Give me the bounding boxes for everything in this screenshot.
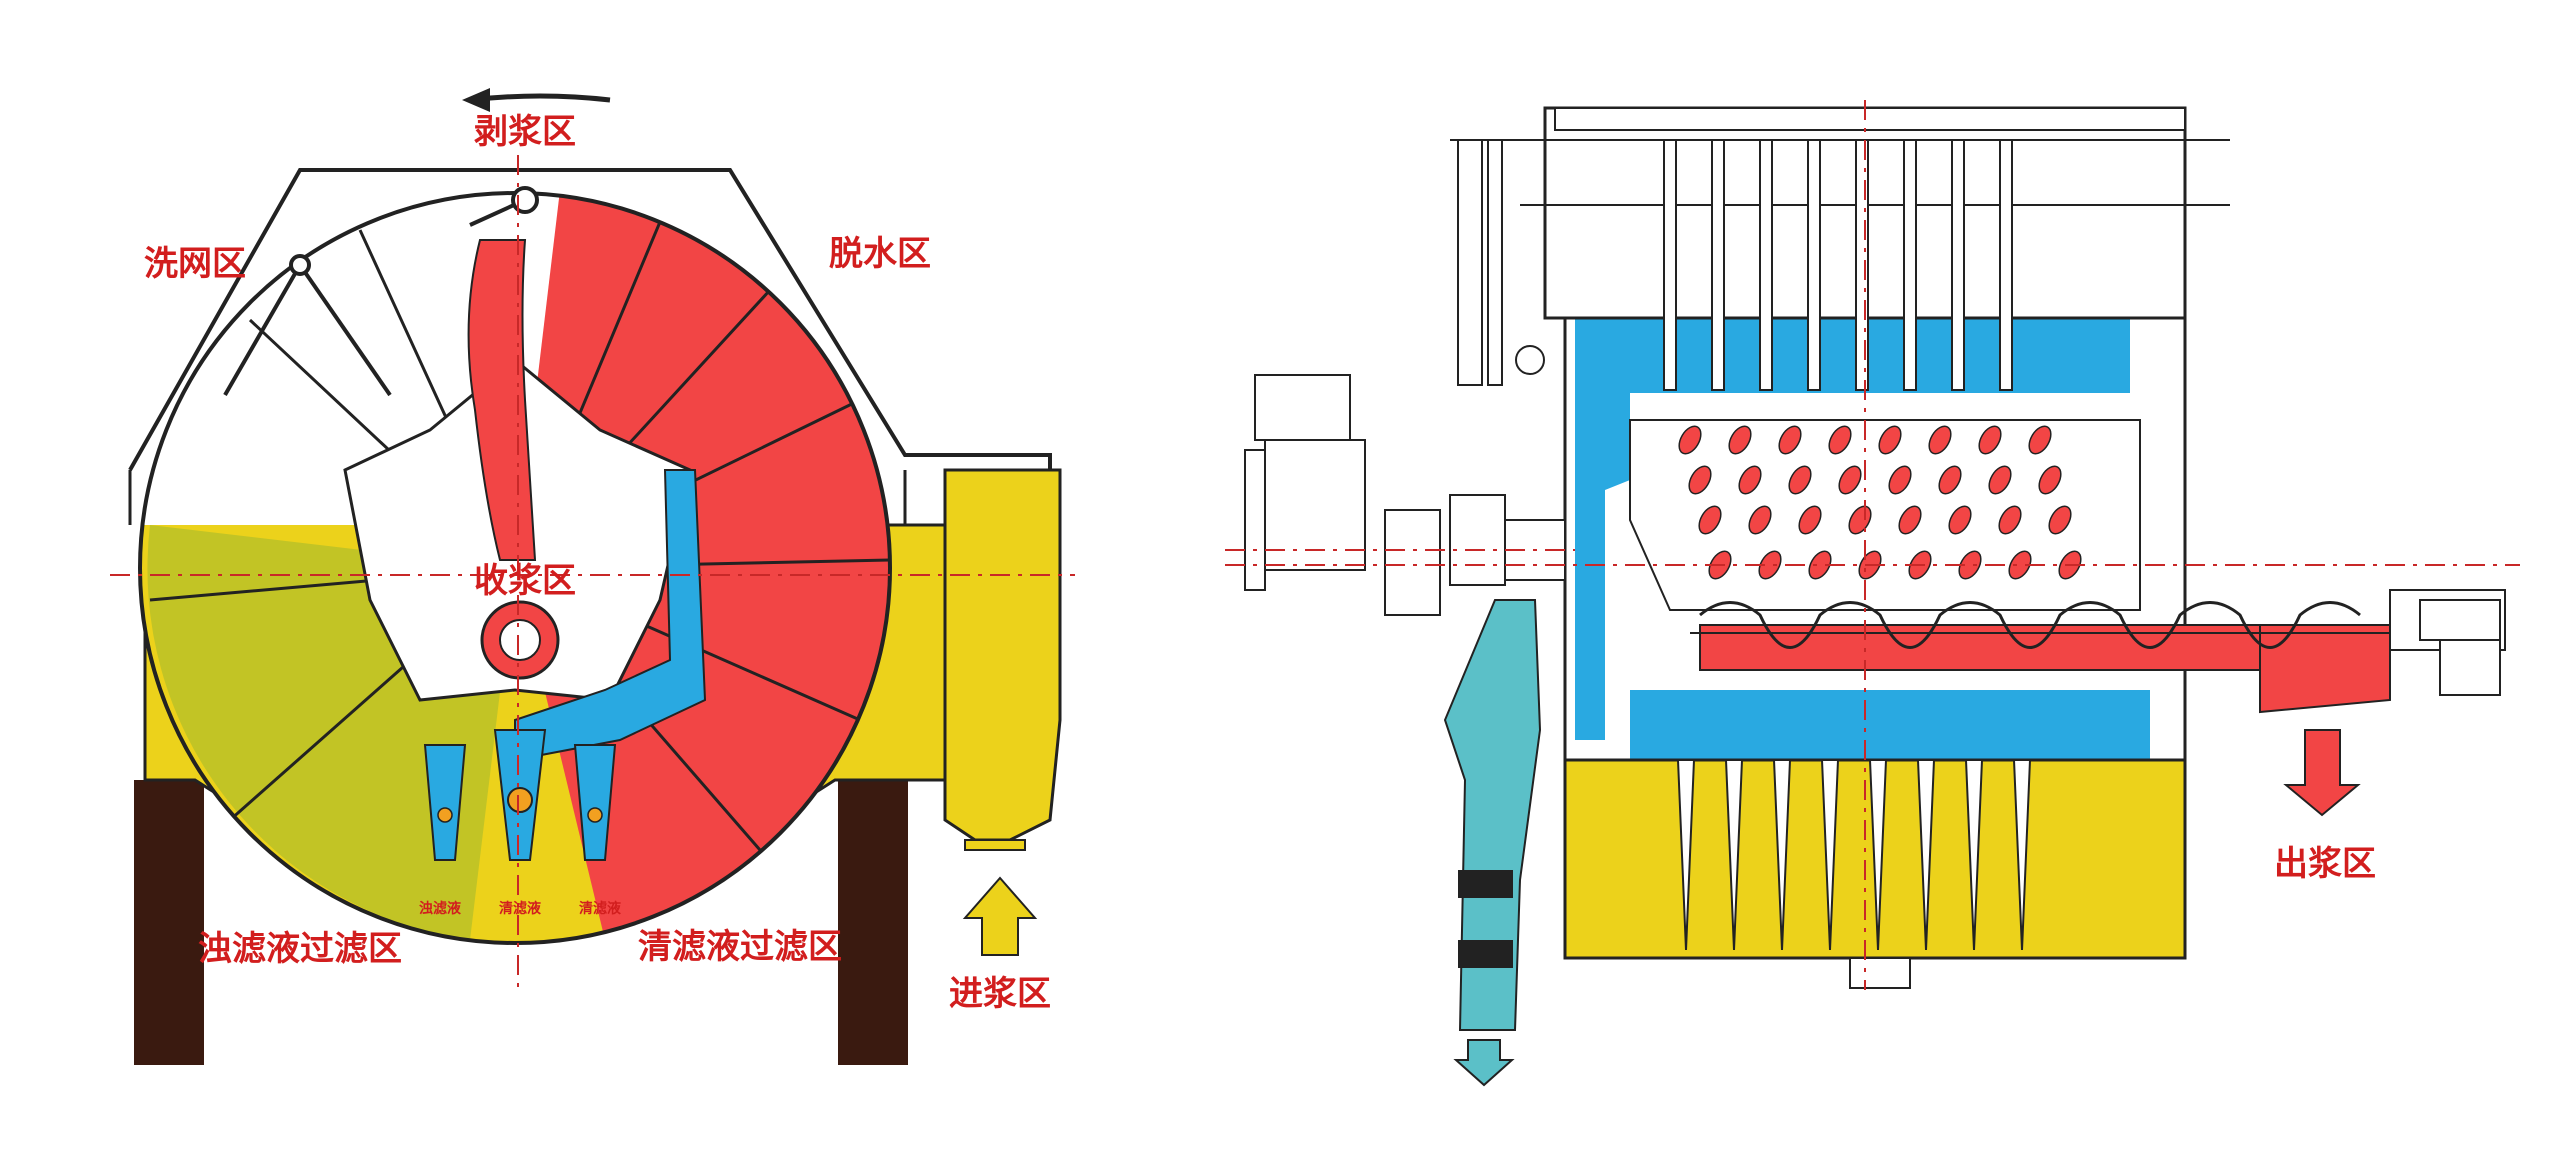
- label-dewater: 脱水区: [829, 234, 931, 274]
- hood-outline: [128, 168, 1052, 471]
- spray-bars: [1663, 139, 2013, 391]
- outlet-label-3: 清滤液: [579, 900, 622, 917]
- disc-sectors: [1678, 425, 2082, 580]
- pipe-band-2: [1458, 940, 1513, 968]
- label-peel: 剥浆区: [474, 112, 576, 152]
- inlet-arrow: [962, 876, 1038, 956]
- right-diagram: 出浆区: [1225, 100, 2520, 1087]
- screw: [1690, 601, 2400, 649]
- label-collect: 收浆区: [474, 561, 576, 601]
- label-inlet: 进浆区: [949, 974, 1051, 1014]
- outlet-shaft: [2389, 589, 2506, 696]
- label-turbid: 浊滤液过滤区: [198, 929, 402, 969]
- rotation-arrow: [469, 93, 611, 103]
- label-outlet: 出浆区: [2274, 844, 2376, 884]
- left-leg: [134, 780, 204, 1065]
- left-riser: [1457, 139, 1483, 386]
- left-blue-wall: [1575, 393, 1630, 740]
- pipe-band-1: [1458, 870, 1513, 898]
- bottom-nozzles: [1676, 759, 2032, 951]
- pipe-arrow: [1453, 1039, 1515, 1087]
- upper-wash-band: [1575, 318, 2130, 393]
- label-clear: 清滤液过滤区: [638, 927, 842, 967]
- outlet-arrow: [2283, 729, 2361, 817]
- right-leg: [838, 780, 908, 1065]
- discharge-pipe: [1443, 599, 1542, 1031]
- label-wash: 洗网区: [144, 244, 246, 284]
- left-diagram: 剥浆区 洗网区 脱水区 收浆区 浊滤液过滤区 清滤液过滤区 进浆区 浊滤液 清滤…: [110, 88, 1075, 1065]
- inlet-cone: [943, 468, 1062, 842]
- drive-assembly: [1225, 374, 1575, 616]
- wash-boom: [223, 186, 539, 397]
- outlet-label-1: 浊滤液: [419, 900, 462, 917]
- outlet-label-2: 清滤液: [499, 900, 542, 917]
- outlet-funnels: [423, 729, 617, 861]
- lower-filtrate-band: [1630, 690, 2150, 760]
